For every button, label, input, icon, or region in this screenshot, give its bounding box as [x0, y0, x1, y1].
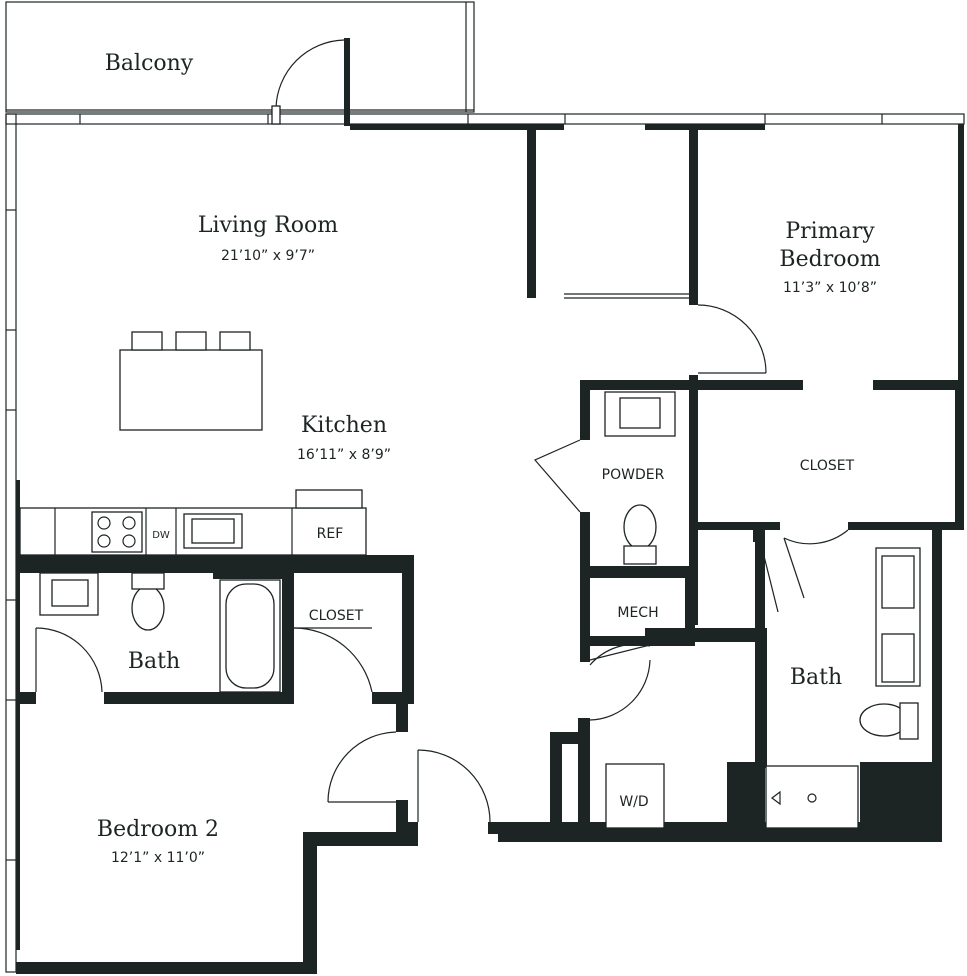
- primary-bedroom-label-line1: Primary: [785, 219, 875, 244]
- kitchen-island: [119, 331, 263, 431]
- primary-bedroom-label-line2: Bedroom: [779, 247, 880, 272]
- exterior-window-wall: [5, 113, 965, 973]
- wd-label: W/D: [619, 794, 648, 810]
- dw-label: DW: [152, 530, 170, 541]
- doors: [35, 304, 849, 823]
- balcony-label: Balcony: [105, 51, 194, 76]
- living-room-label: Living Room: [198, 213, 338, 238]
- primary-bath-fixtures: [765, 547, 921, 829]
- powder-label: POWDER: [602, 467, 665, 483]
- living-room-dimensions: 21’10” x 9’7”: [221, 248, 315, 264]
- kitchen-label: Kitchen: [301, 413, 387, 438]
- primary-bedroom-dimensions: 11’3” x 10’8”: [783, 280, 877, 296]
- primary-closet-label: CLOSET: [800, 458, 855, 474]
- kitchen-counter: [19, 489, 367, 556]
- mech-label: MECH: [617, 605, 658, 621]
- bedroom-2-label: Bedroom 2: [97, 817, 219, 842]
- primary-bath-label: Bath: [790, 665, 842, 690]
- bedroom-2-closet-label: CLOSET: [309, 608, 364, 624]
- bath2-fixtures: [39, 572, 281, 693]
- bath-2-label: Bath: [128, 649, 180, 674]
- balcony-area: [5, 1, 475, 113]
- balcony-door: [271, 38, 350, 126]
- powder-fixtures: [604, 391, 676, 565]
- kitchen-dimensions: 16’11” x 8’9”: [297, 447, 391, 463]
- ref-label: REF: [317, 526, 344, 542]
- bedroom-2-dimensions: 12’1” x 11’0”: [111, 850, 205, 866]
- washer-dryer: [605, 763, 665, 829]
